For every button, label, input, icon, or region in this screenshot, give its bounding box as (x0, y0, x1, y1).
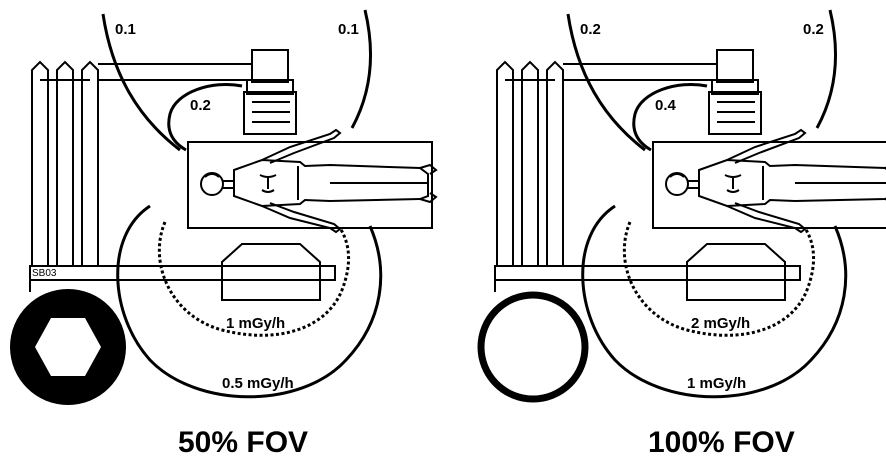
panel-50-fov: 0.1 0.1 0.2 1 mGy/h 0.5 mGy/h SB03 (28, 8, 438, 399)
dose-label-inner: 1 mGy/h (226, 315, 285, 332)
dose-label-outer: 0.5 mGy/h (222, 375, 294, 392)
ring-collimator-icon (477, 291, 589, 403)
panel-100-fov: 0.2 0.2 0.4 2 mGy/h 1 mGy/h (493, 8, 886, 399)
dose-label-top-left-2: 0.2 (580, 21, 601, 38)
dose-label-top-left: 0.1 (115, 21, 136, 38)
fov-label-50: 50% FOV (178, 426, 308, 459)
fov-label-100: 100% FOV (648, 426, 795, 459)
hexagon-collimator-icon (10, 289, 126, 405)
dose-label-near-tube: 0.2 (190, 97, 211, 114)
dose-label-outer-2: 1 mGy/h (687, 375, 746, 392)
dose-label-top-right: 0.1 (338, 21, 359, 38)
machine-tag: SB03 (32, 268, 57, 279)
dose-label-top-right-2: 0.2 (803, 21, 824, 38)
dose-label-near-tube-2: 0.4 (655, 97, 677, 114)
dose-label-inner-2: 2 mGy/h (691, 315, 750, 332)
